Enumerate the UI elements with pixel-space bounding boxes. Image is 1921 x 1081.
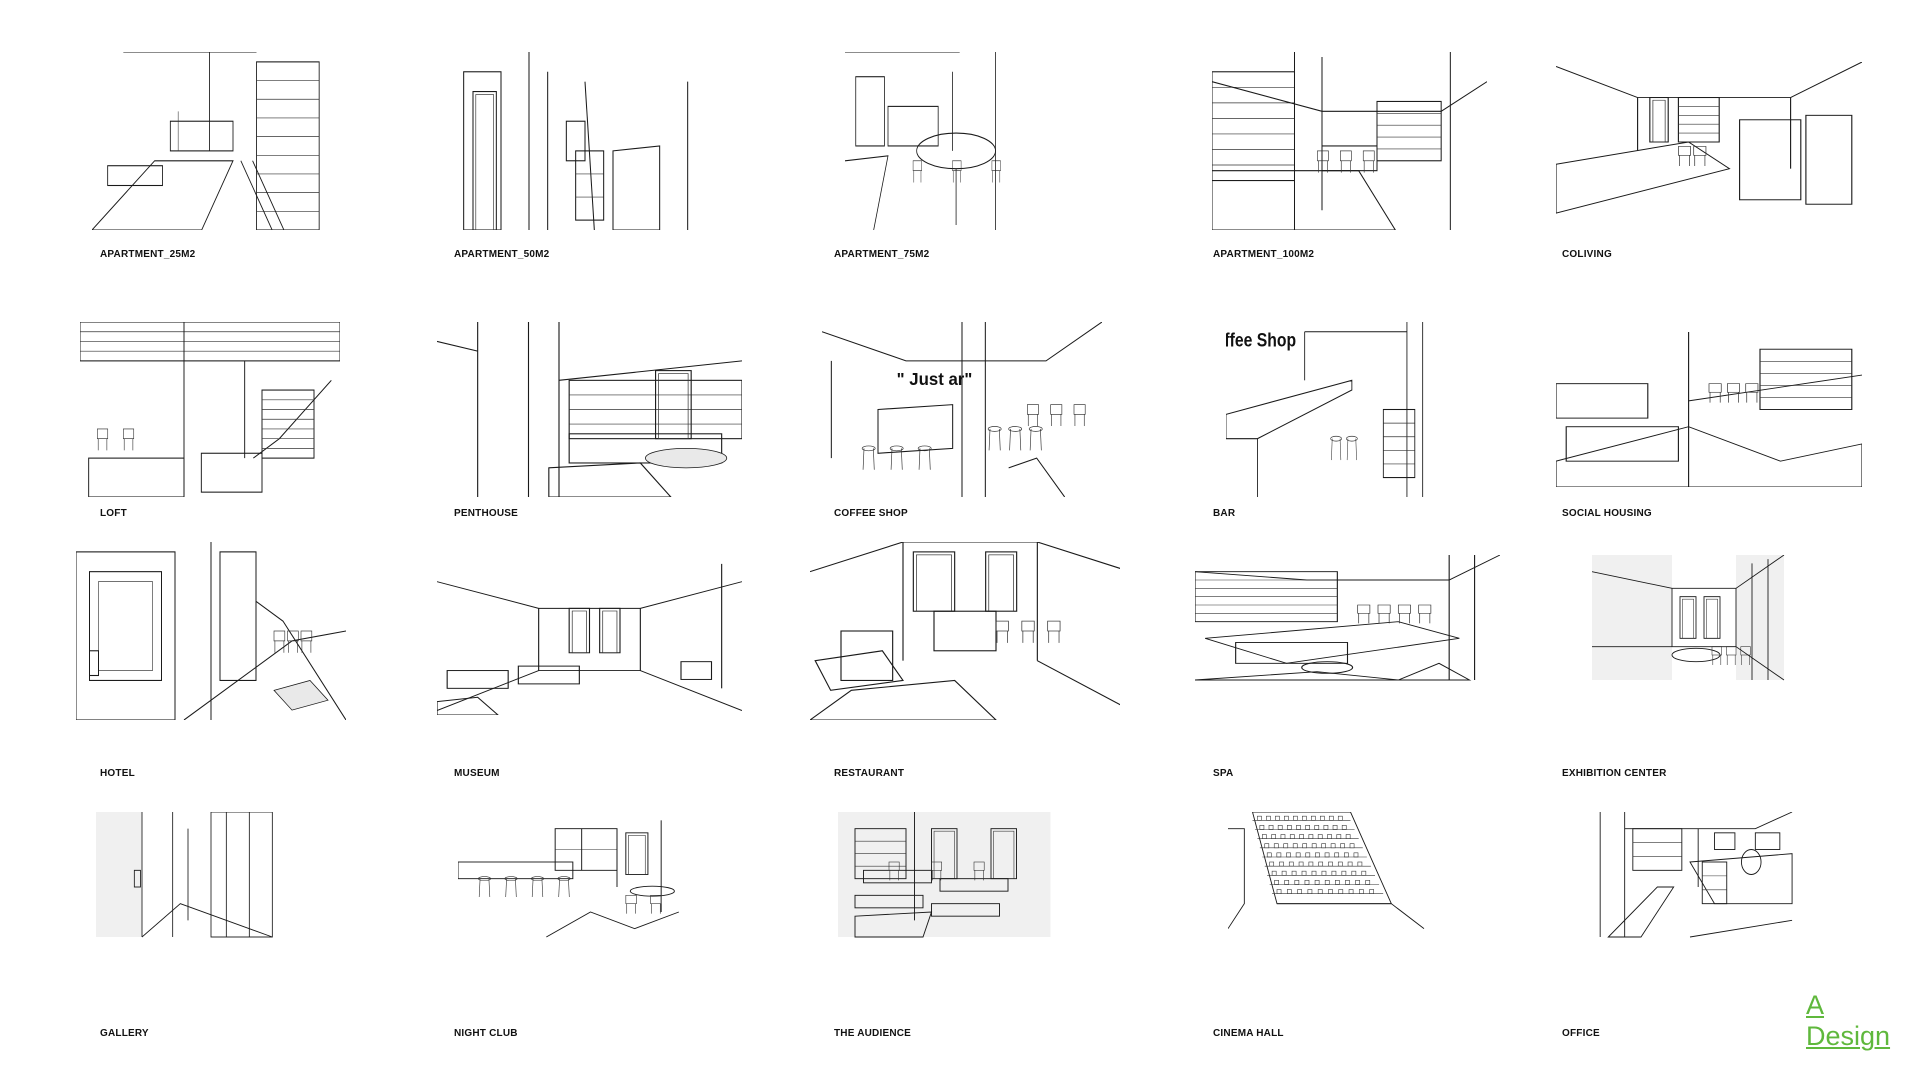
coffee-sign-text: " Just ar" bbox=[897, 369, 973, 389]
loft-sketch bbox=[80, 322, 340, 497]
apt50-caption: APARTMENT_50M2 bbox=[454, 249, 550, 260]
nightclub-sketch bbox=[458, 812, 723, 962]
hotel-sketch bbox=[76, 542, 346, 720]
brand-logo: A Design bbox=[1806, 990, 1906, 1060]
museum-caption: MUSEUM bbox=[454, 768, 500, 779]
logo-letter-a: A bbox=[1806, 990, 1825, 1020]
coffee-caption: COFFEE SHOP bbox=[834, 508, 908, 519]
restaurant-caption: RESTAURANT bbox=[834, 768, 905, 779]
coffee-sketch: " Just ar" bbox=[822, 322, 1102, 497]
gallery-caption: GALLERY bbox=[100, 1028, 149, 1039]
apt75-sketch bbox=[845, 52, 1060, 230]
spa-caption: SPA bbox=[1213, 768, 1234, 779]
exhibition-caption: EXHIBITION CENTER bbox=[1562, 768, 1667, 779]
audience-caption: THE AUDIENCE bbox=[834, 1028, 912, 1039]
social-sketch bbox=[1556, 332, 1862, 487]
logo-word-design: Design bbox=[1806, 1021, 1891, 1051]
cinema-sketch bbox=[1228, 812, 1473, 962]
apt100-sketch bbox=[1212, 52, 1487, 230]
apt25-caption: APARTMENT_25M2 bbox=[100, 249, 196, 260]
nightclub-caption: NIGHT CLUB bbox=[454, 1028, 518, 1039]
apt50-sketch bbox=[445, 52, 725, 230]
audience-sketch bbox=[838, 812, 1093, 962]
coliving-caption: COLIVING bbox=[1562, 249, 1612, 260]
loft-caption: LOFT bbox=[100, 508, 127, 519]
apt75-caption: APARTMENT_75M2 bbox=[834, 249, 930, 260]
bar-sign-text: ffee Shop bbox=[1226, 329, 1296, 351]
restaurant-sketch bbox=[810, 542, 1120, 720]
coliving-sketch bbox=[1556, 62, 1862, 222]
office-caption: OFFICE bbox=[1562, 1028, 1600, 1039]
apt25-sketch bbox=[92, 52, 327, 230]
hotel-caption: HOTEL bbox=[100, 768, 135, 779]
spa-sketch bbox=[1195, 555, 1500, 705]
penthouse-sketch bbox=[437, 322, 742, 497]
gallery-sketch bbox=[96, 812, 326, 962]
office-sketch bbox=[1592, 812, 1837, 962]
social-caption: SOCIAL HOUSING bbox=[1562, 508, 1652, 519]
penthouse-caption: PENTHOUSE bbox=[454, 508, 519, 519]
bar-sketch: ffee Shop bbox=[1226, 322, 1462, 497]
museum-sketch bbox=[437, 555, 742, 715]
apt100-caption: APARTMENT_100M2 bbox=[1213, 249, 1315, 260]
exhibition-sketch bbox=[1592, 555, 1832, 705]
bar-caption: BAR bbox=[1213, 508, 1236, 519]
cinema-caption: CINEMA HALL bbox=[1213, 1028, 1284, 1039]
